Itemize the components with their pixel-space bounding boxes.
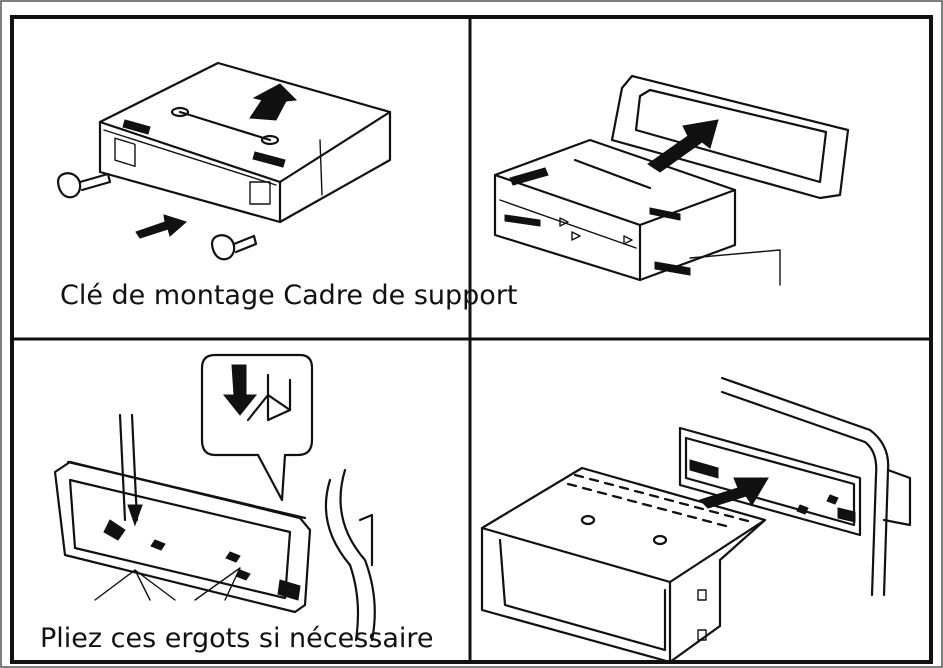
panel-4-illustration	[480, 376, 912, 664]
caption-panel-1: Clé de montage Cadre de support	[60, 280, 518, 311]
panel-1-illustration	[56, 61, 392, 261]
panel-3-illustration	[53, 353, 376, 642]
caption-panel-3: Pliez ces ergots si nécessaire	[40, 623, 434, 654]
panel-2-illustration	[493, 74, 850, 286]
